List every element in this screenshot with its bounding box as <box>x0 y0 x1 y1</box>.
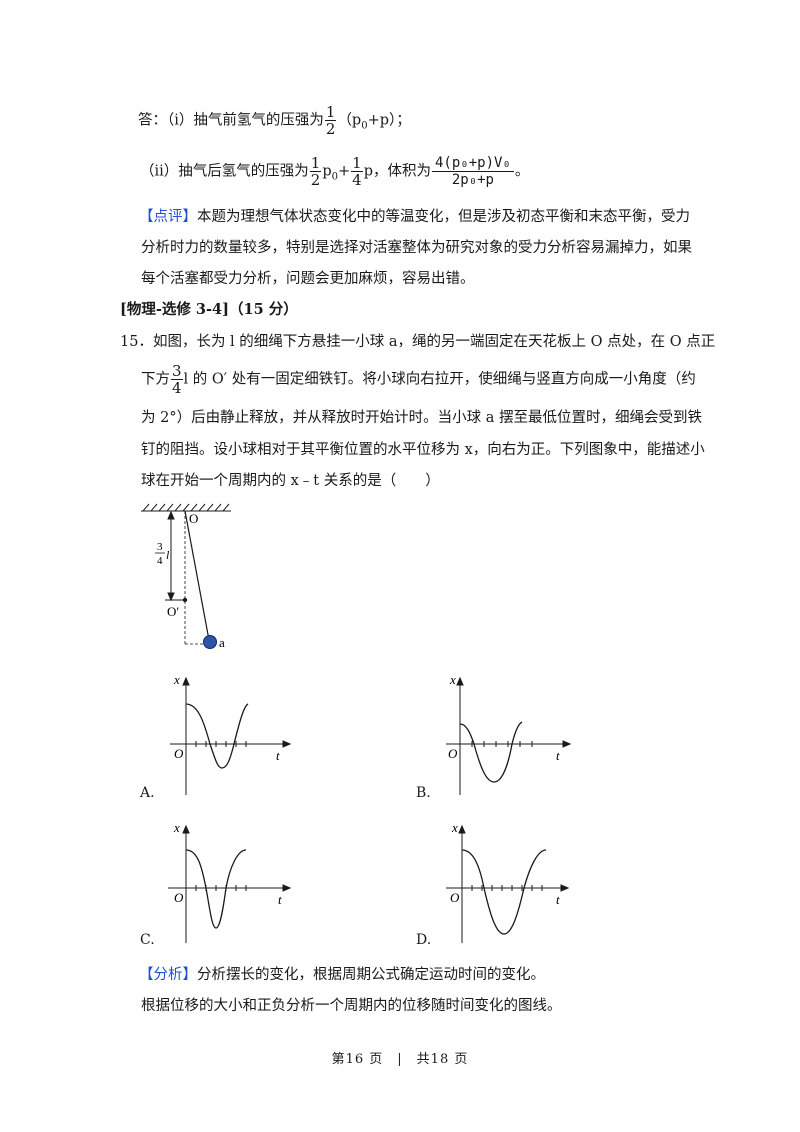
nail-dot <box>182 597 188 603</box>
svg-text:x: x <box>451 820 458 835</box>
option-b-label: B. <box>416 785 431 801</box>
svg-text:x: x <box>449 672 456 687</box>
svg-text:O: O <box>450 890 460 905</box>
distance-arrow <box>165 510 185 602</box>
option-c-label: C. <box>140 932 155 948</box>
label-a: a <box>219 635 225 650</box>
curve-b <box>459 721 523 783</box>
pendulum-figure: O O′ a 3 4 l <box>141 503 231 650</box>
graph-c: x t O <box>168 820 292 943</box>
comment-line-2: 分析时力的数量较多，特别是选择对活塞整体为研究对象的受力分析容易漏掉力，如果 <box>141 240 692 256</box>
label-o-prime: O′ <box>167 604 179 619</box>
svg-text:x: x <box>173 672 180 687</box>
label-o: O <box>189 511 198 526</box>
answer-l1-prefix: 答：（i）抽气前氢气的压强为 <box>138 112 324 129</box>
question-number: 15． <box>120 334 153 350</box>
question-line-3: 为 2°）后由静止释放，并从释放时开始计时。当小球 a 摆至最低位置时，细绳会受… <box>141 410 702 426</box>
question-line-4: 钉的阻挡。设小球相对于其平衡位置的水平位移为 x，向右为正。下列图象中，能描述小 <box>141 442 705 458</box>
comment-tag: 【点评】 <box>139 209 197 225</box>
arrow-frac-num: 3 <box>157 541 163 553</box>
arrow-frac-l: l <box>166 548 170 562</box>
svg-text:O: O <box>174 746 184 761</box>
question-line-5: 球在开始一个周期内的 x﹣t 关系的是（ ） <box>141 473 440 489</box>
ball-a <box>203 635 217 649</box>
curve-c <box>185 849 247 929</box>
graph-d: x t O <box>446 820 570 943</box>
comment-line-3: 每个活塞都受力分析，问题会更加麻烦，容易出错。 <box>141 271 475 287</box>
graph-b: x t O <box>446 672 572 795</box>
option-d-label: D. <box>416 932 432 948</box>
svg-text:t: t <box>556 748 560 763</box>
curve-d <box>461 849 547 935</box>
graph-a: x t O <box>170 672 292 795</box>
option-a-label: A. <box>140 785 155 801</box>
svg-text:x: x <box>173 820 180 835</box>
svg-text:O: O <box>448 746 458 761</box>
analysis-tag: 【分析】 <box>139 967 197 983</box>
string <box>184 510 210 641</box>
analysis-line-1: 【分析】分析摆长的变化，根据周期公式确定运动时间的变化。 <box>139 967 545 983</box>
svg-text:t: t <box>278 892 282 907</box>
ceiling <box>141 503 231 512</box>
analysis-line-2: 根据位移的大小和正负分析一个周期内的位移随时间变化的图线。 <box>141 998 562 1014</box>
page-footer: 第16 页 | 共18 页 <box>331 1052 469 1067</box>
curve-a <box>185 703 249 769</box>
svg-text:t: t <box>556 892 560 907</box>
arrow-frac-den: 4 <box>157 555 163 567</box>
question-line-1: 15．如图，长为 l 的细绳下方悬挂一小球 a，绳的另一端固定在天花板上 O 点… <box>120 334 716 350</box>
svg-text:O: O <box>174 890 184 905</box>
comment-line-1: 【点评】本题为理想气体状态变化中的等温变化，但是涉及初态平衡和末态平衡，受力 <box>139 209 690 225</box>
section-heading: [物理-选修 3-4]（15 分） <box>120 301 298 318</box>
svg-text:t: t <box>276 748 280 763</box>
